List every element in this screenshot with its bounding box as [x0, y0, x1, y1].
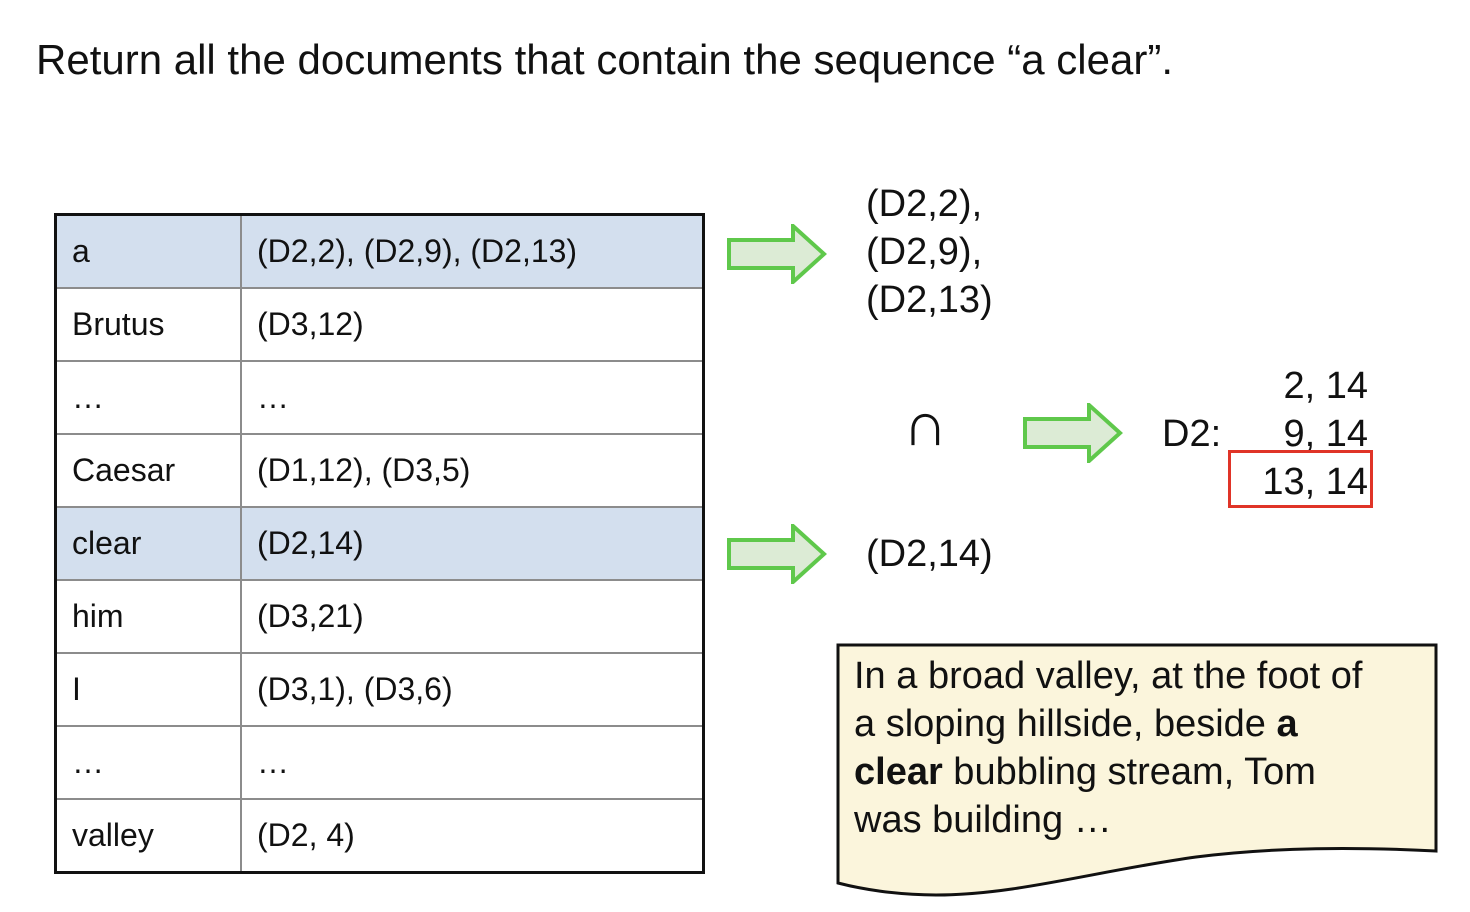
index-postings: (D2, 4): [240, 798, 705, 874]
index-postings: (D3,21): [240, 579, 705, 654]
index-row: Caesar(D1,12), (D3,5): [54, 433, 705, 508]
index-term: …: [54, 725, 242, 800]
arrow-right-icon: [1023, 403, 1123, 463]
index-term: Caesar: [54, 433, 242, 508]
index-row: ……: [54, 725, 705, 800]
index-row: clear(D2,14): [54, 506, 705, 581]
document-line: In a broad valley, at the foot of: [854, 655, 1363, 697]
index-postings: (D2,14): [240, 506, 705, 581]
index-postings: (D2,2), (D2,9), (D2,13): [240, 213, 705, 289]
index-postings: (D3,12): [240, 287, 705, 362]
index-term: Brutus: [54, 287, 242, 362]
index-row: a(D2,2), (D2,9), (D2,13): [54, 213, 705, 289]
arrow-right-icon: [727, 224, 827, 284]
index-row: Brutus(D3,12): [54, 287, 705, 362]
position-pair: 2, 14: [1283, 365, 1368, 407]
bold-term-a: a: [1276, 703, 1298, 745]
index-row: him(D3,21): [54, 579, 705, 654]
index-row: valley(D2, 4): [54, 798, 705, 874]
index-term: him: [54, 579, 242, 654]
position-pair-match: 13, 14: [1262, 461, 1368, 503]
postings-a-item: (D2,2),: [866, 183, 983, 225]
document-line: bubbling stream, Tom: [942, 751, 1316, 793]
index-term: I: [54, 652, 242, 727]
index-term: a: [54, 213, 242, 289]
index-term: clear: [54, 506, 242, 581]
index-postings: (D1,12), (D3,5): [240, 433, 705, 508]
index-postings: …: [240, 725, 705, 800]
document-line: was building …: [854, 799, 1112, 841]
index-term: …: [54, 360, 242, 435]
match-highlight-box: [1228, 450, 1373, 508]
inverted-index-table: a(D2,2), (D2,9), (D2,13)Brutus(D3,12)……C…: [54, 213, 705, 874]
index-row: ……: [54, 360, 705, 435]
intersection-symbol: ∩: [903, 390, 948, 459]
document-line: a sloping hillside, beside: [854, 703, 1277, 745]
index-row: I(D3,1), (D3,6): [54, 652, 705, 727]
postings-clear: (D2,14): [866, 533, 993, 575]
document-note: [836, 643, 1438, 897]
index-term: valley: [54, 798, 242, 874]
result-doc-label: D2:: [1162, 413, 1222, 455]
bold-term-clear: clear: [854, 751, 943, 793]
postings-a-item: (D2,13): [866, 279, 993, 321]
arrow-right-icon: [727, 524, 827, 584]
position-pair: 9, 14: [1283, 413, 1368, 455]
index-postings: (D3,1), (D3,6): [240, 652, 705, 727]
page-title: Return all the documents that contain th…: [36, 36, 1173, 83]
document-text: In a broad valley, at the foot of a slop…: [854, 652, 1424, 844]
index-postings: …: [240, 360, 705, 435]
postings-a-item: (D2,9),: [866, 231, 983, 273]
